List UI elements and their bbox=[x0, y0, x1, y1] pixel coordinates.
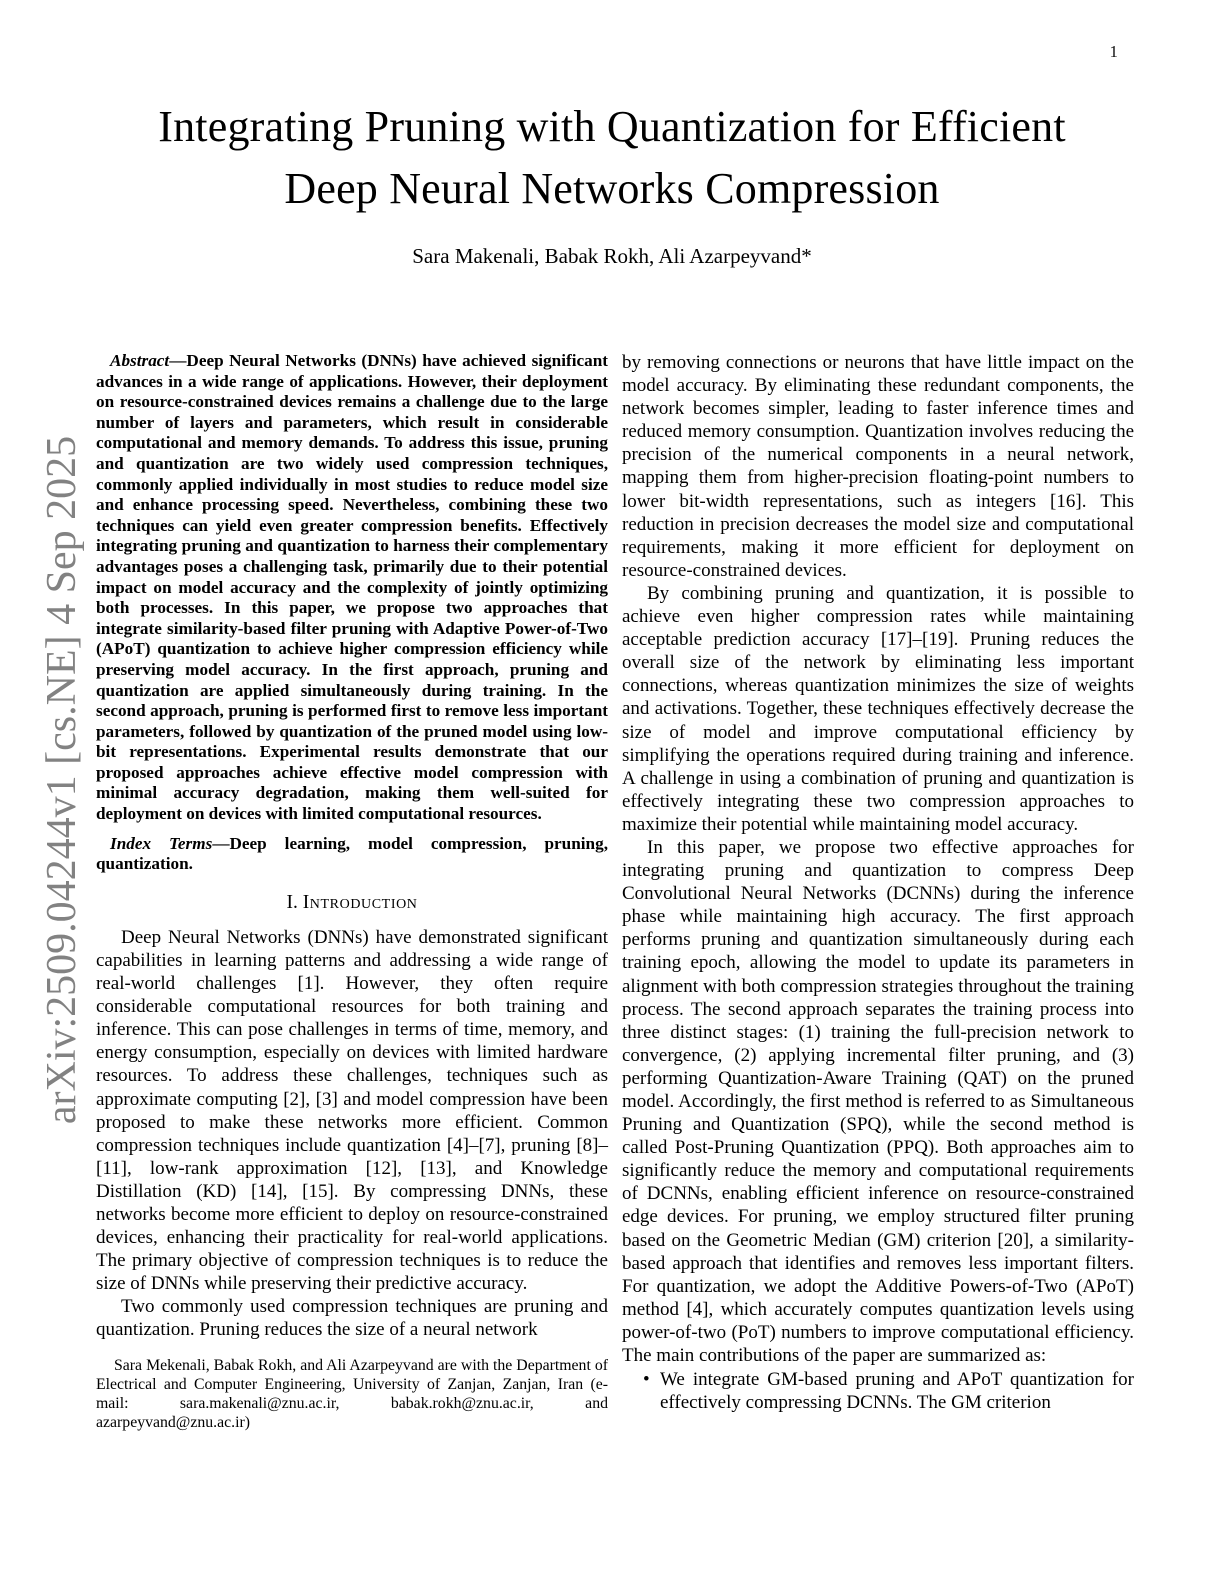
paper-title-line1: Integrating Pruning with Quantization fo… bbox=[158, 102, 1066, 151]
intro-paragraph-2: Two commonly used compression techniques… bbox=[96, 1296, 608, 1341]
paper-title-line2: Deep Neural Networks Compression bbox=[284, 164, 940, 213]
contribution-bullet-1-text: We integrate GM-based pruning and APoT q… bbox=[660, 1369, 1134, 1414]
section-title: Introduction bbox=[302, 891, 418, 913]
author-affiliation-footnote: Sara Mekenali, Babak Rokh, and Ali Azarp… bbox=[96, 1356, 608, 1431]
section-heading-introduction: I. Introduction bbox=[96, 892, 608, 914]
authors-line: Sara Makenali, Babak Rokh, Ali Azarpeyva… bbox=[412, 244, 812, 268]
index-terms-text: —Deep learning, model compression, pruni… bbox=[96, 833, 608, 874]
index-terms-paragraph: Index Terms—Deep learning, model compres… bbox=[96, 834, 608, 875]
two-column-body: Abstract—Deep Neural Networks (DNNs) hav… bbox=[96, 351, 1134, 1432]
abstract-text: —Deep Neural Networks (DNNs) have achiev… bbox=[96, 351, 608, 824]
intro-paragraph-1: Deep Neural Networks (DNNs) have demonst… bbox=[96, 926, 608, 1295]
index-terms-label: Index Terms bbox=[110, 833, 213, 853]
intro-paragraph-2-continued: by removing connections or neurons that … bbox=[622, 352, 1134, 581]
right-column: by removing connections or neurons that … bbox=[622, 351, 1134, 1432]
intro-paragraph-3: By combining pruning and quantization, i… bbox=[622, 582, 1134, 835]
abstract-paragraph: Abstract—Deep Neural Networks (DNNs) hav… bbox=[96, 351, 608, 825]
paper-title: Integrating Pruning with Quantization fo… bbox=[0, 96, 1224, 220]
arxiv-watermark: arXiv:2509.04244v1 [cs.NE] 4 Sep 2025 bbox=[39, 435, 85, 1125]
paper-header: Integrating Pruning with Quantization fo… bbox=[0, 0, 1224, 269]
bullet-icon: • bbox=[643, 1369, 650, 1391]
intro-paragraph-4: In this paper, we propose two effective … bbox=[622, 836, 1134, 1367]
left-column: Abstract—Deep Neural Networks (DNNs) hav… bbox=[96, 351, 608, 1432]
section-number: I. bbox=[286, 891, 298, 913]
page-number: 1 bbox=[1109, 42, 1119, 61]
abstract-label: Abstract bbox=[110, 351, 170, 370]
contribution-bullet-1: • We integrate GM-based pruning and APoT… bbox=[622, 1368, 1134, 1414]
